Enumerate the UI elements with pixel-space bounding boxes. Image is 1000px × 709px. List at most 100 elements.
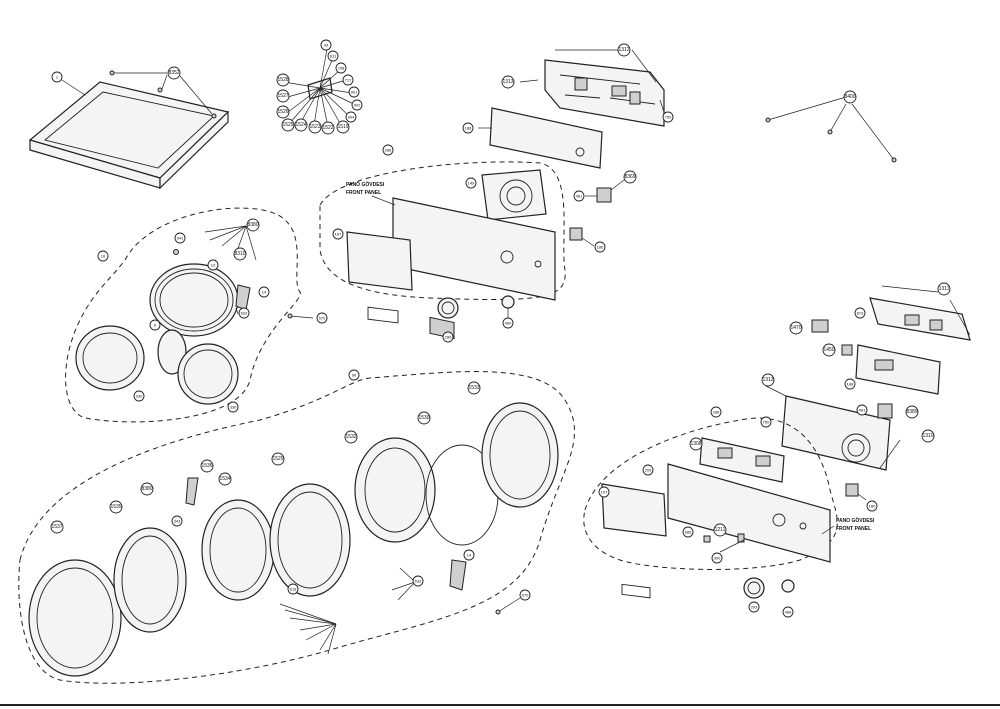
callout-number: 941 (177, 236, 184, 241)
callout-number: 186 (465, 126, 472, 131)
callout-circle (258, 286, 270, 298)
callout-c90: 90 (348, 369, 360, 381)
callout-c632a: 632 (238, 307, 250, 319)
callout-c750: 750 (662, 111, 674, 123)
callout-number: 1211 (715, 527, 726, 533)
callout-number: 8352 (168, 70, 179, 76)
callout-circle (462, 122, 474, 134)
callout-number: 149 (468, 181, 475, 186)
callout-c43: 43 (320, 39, 332, 51)
callout-c1535: 1535 (109, 500, 123, 514)
callout-number: 280 (445, 335, 452, 340)
callout-circle (713, 523, 727, 537)
callout-circle (51, 71, 63, 83)
callout-c1536: 1536 (200, 459, 214, 473)
callout-circle (748, 601, 760, 613)
callout-circle (760, 416, 772, 428)
display-board-188 (855, 344, 941, 395)
callout-circle (320, 39, 332, 51)
callout-number: 330 (136, 394, 143, 399)
switch-180-top (569, 227, 595, 247)
callout-circle (761, 373, 775, 387)
callout-circle (149, 319, 161, 331)
callout-c1534: 1534 (218, 472, 232, 486)
callout-number: 461 (576, 194, 583, 199)
callout-number: 1525 (282, 122, 293, 128)
callout-c1530: 1530 (417, 411, 431, 425)
callout-circle (335, 62, 347, 74)
callout-circle (573, 190, 585, 202)
callout-c288b: 288 (710, 406, 722, 418)
control-panel-bracket-right (869, 285, 971, 341)
callout-circle (109, 500, 123, 514)
callout-number: 1522 (322, 125, 333, 131)
assembly-boundary-90 (18, 371, 575, 684)
door-ring-1537 (28, 559, 122, 677)
callout-number: 1470 (790, 325, 801, 331)
callout-number: 180 (869, 504, 876, 509)
callout-number: 1519 (337, 124, 348, 130)
callout-circle (905, 405, 919, 419)
callout-c468: 468 (782, 606, 794, 618)
callout-number: 288 (385, 148, 392, 153)
callout-number: 632 (241, 311, 248, 316)
callout-c1519: 1519 (336, 120, 350, 134)
callout-number: 288 (713, 410, 720, 415)
callout-number: 1529 (272, 456, 283, 462)
callout-number: 300 (714, 556, 721, 561)
callout-c12: 12 (207, 259, 219, 271)
callout-c8380a: 8380 (246, 218, 260, 232)
callout-c717: 717 (342, 74, 354, 86)
callout-circle (281, 118, 295, 132)
callout-number: 14 (467, 553, 472, 558)
callout-c1470: 1470 (789, 321, 803, 335)
callout-c1450: 1450 (822, 343, 836, 357)
door-ring-1529 (269, 483, 351, 597)
callout-circle (271, 452, 285, 466)
callout-number: 14 (262, 290, 267, 295)
callout-c330a: 330 (133, 390, 145, 402)
callout-c288: 288 (382, 144, 394, 156)
panel-label-bottom-line1: PANO GÖVDESI (836, 517, 875, 524)
switch-180-right (845, 483, 867, 501)
callout-circle (465, 177, 477, 189)
callout-c1533: 1533 (467, 381, 481, 395)
door-hinge-14-bottom (449, 559, 467, 591)
callout-number: 901 (351, 90, 358, 95)
callout-circle (937, 282, 951, 296)
callout-circle (207, 259, 219, 271)
callout-number: 197 (601, 490, 608, 495)
assembly-boundary-288 (319, 161, 566, 301)
callout-circle (227, 401, 239, 413)
callout-circle (332, 228, 344, 240)
door-hinge-14-left (235, 284, 251, 311)
callout-number: 188 (847, 382, 854, 387)
panel-label-top-line2: FRONT PANEL (346, 190, 381, 196)
callout-number: 1528 (277, 77, 288, 83)
callout-circle (642, 464, 654, 476)
callout-circle (782, 606, 794, 618)
callout-number: 1450 (823, 347, 834, 353)
callout-c8400: 8400 (843, 90, 857, 104)
door-ring-1533 (481, 402, 559, 508)
callout-number: 1535 (110, 504, 121, 510)
lid-screws (61, 70, 217, 119)
door-ring-1534 (201, 499, 275, 601)
callout-c300: 300 (711, 552, 723, 564)
callout-number: 1313 (762, 377, 773, 383)
callout-number: 1 (56, 75, 59, 80)
callout-c197a: 197 (332, 228, 344, 240)
callout-number: 1311 (939, 286, 950, 292)
callout-number: 685 (685, 530, 692, 535)
callout-circle (467, 381, 481, 395)
callout-circle (463, 549, 475, 561)
knob-203 (743, 577, 765, 599)
callout-c1: 1 (51, 71, 63, 83)
assembly-boundary-288-right (583, 417, 838, 570)
knob-280 (437, 297, 459, 319)
callout-number: 8369 (624, 174, 635, 180)
callout-c1523: 1523 (308, 120, 322, 134)
callout-circle (246, 218, 260, 232)
callout-number: 750 (665, 115, 672, 120)
